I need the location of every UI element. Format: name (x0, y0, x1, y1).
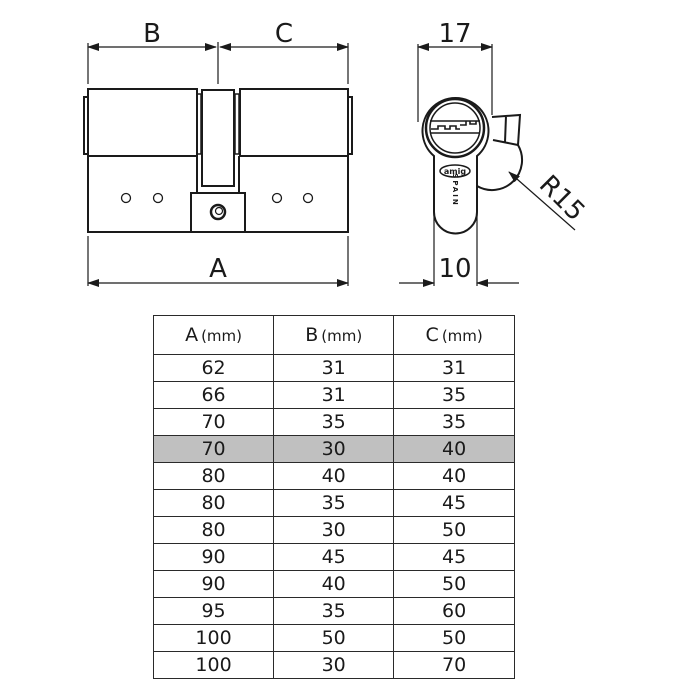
header-unit: (mm) (441, 327, 483, 345)
table-cell: 40 (393, 462, 515, 490)
table-cell: 35 (393, 381, 515, 409)
right-plug (239, 88, 349, 157)
table-cell: 100 (152, 624, 275, 652)
header-c: C(mm) (393, 315, 515, 355)
header-letter: B (305, 324, 319, 346)
side-view: 17 R15 amig SPAIN 10 (399, 19, 590, 287)
table-cell: 90 (152, 570, 275, 598)
label-10: 10 (438, 254, 471, 284)
table-cell: 40 (273, 462, 395, 490)
label-r15: R15 (533, 170, 590, 227)
table-cell: 40 (393, 435, 515, 463)
cam (190, 192, 246, 233)
table-cell: 80 (152, 489, 275, 517)
table-cell: 30 (273, 516, 395, 544)
label-17: 17 (438, 19, 471, 49)
table-cell: 50 (393, 570, 515, 598)
table-cell: 100 (152, 651, 275, 679)
table-cell: 31 (273, 381, 395, 409)
table-cell: 50 (393, 516, 515, 544)
table-header-row: A(mm) B(mm) C(mm) (152, 315, 515, 355)
label-b: B (143, 19, 161, 49)
table-cell: 50 (393, 624, 515, 652)
table-cell: 40 (273, 570, 395, 598)
table-cell: 31 (273, 354, 395, 382)
table-cell: 70 (393, 651, 515, 679)
label-c: C (275, 19, 293, 49)
table-cell: 45 (273, 543, 395, 571)
table-cell: 95 (152, 597, 275, 625)
label-a: A (209, 254, 227, 284)
table-cell: 31 (393, 354, 515, 382)
country-mark: SPAIN (451, 173, 459, 206)
header-b: B(mm) (273, 315, 395, 355)
radius-leader (508, 171, 576, 231)
table-cell: 70 (152, 435, 275, 463)
header-unit: (mm) (321, 327, 363, 345)
table-cell: 80 (152, 462, 275, 490)
table-cell: 30 (273, 651, 395, 679)
table-cell: 30 (273, 435, 395, 463)
brand-logo-text: amig (444, 167, 466, 176)
profile-outline (421, 96, 490, 235)
table-cell: 62 (152, 354, 275, 382)
front-view: B C A (83, 19, 353, 287)
left-plug (87, 88, 198, 157)
table-cell: 35 (273, 489, 395, 517)
table-cell: 80 (152, 516, 275, 544)
table-cell: 45 (393, 489, 515, 517)
table-cell: 35 (273, 597, 395, 625)
table-cell: 90 (152, 543, 275, 571)
table-cell: 35 (393, 408, 515, 436)
table-cell: 35 (273, 408, 395, 436)
header-unit: (mm) (201, 327, 243, 345)
table-cell: 70 (152, 408, 275, 436)
header-a: A(mm) (152, 315, 275, 355)
table-cell: 50 (273, 624, 395, 652)
header-letter: A (185, 324, 199, 346)
table-cell: 45 (393, 543, 515, 571)
keyway (430, 120, 480, 134)
cam-side (491, 113, 522, 147)
table-cell: 66 (152, 381, 275, 409)
screw-hole (209, 203, 227, 221)
table-cell: 60 (393, 597, 515, 625)
cylinder-drawing: B C A 17 R15 ami (83, 19, 590, 287)
header-letter: C (425, 324, 439, 346)
brand-logo (439, 164, 471, 178)
